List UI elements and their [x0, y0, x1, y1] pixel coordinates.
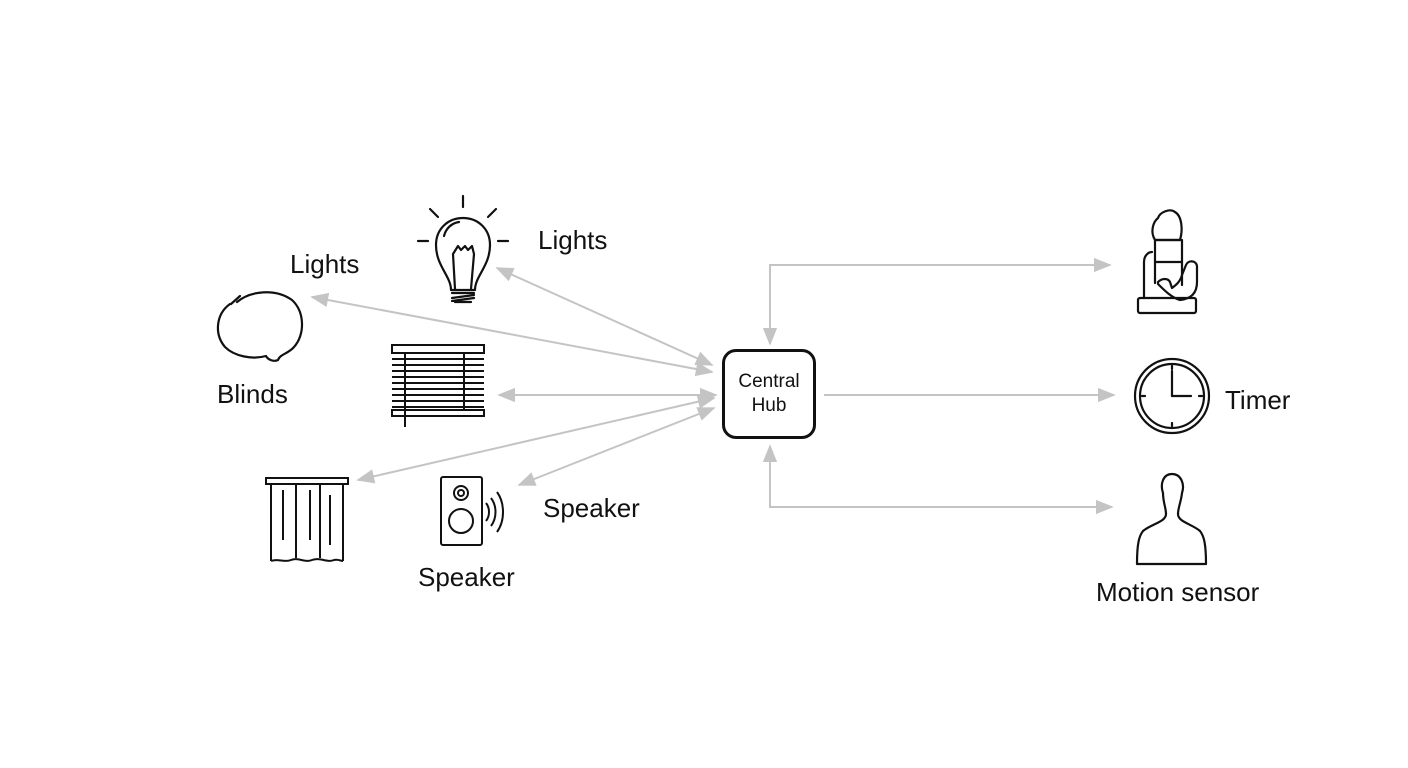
hub-label-line2: Hub — [751, 395, 787, 416]
label-lights-secondary: Lights — [290, 249, 360, 279]
label-lights: Lights — [538, 225, 608, 255]
speaker-icon — [440, 476, 504, 546]
connector-hub-motion — [762, 444, 1114, 515]
person-icon — [1135, 472, 1208, 566]
hand-device-icon — [1136, 209, 1199, 315]
label-speaker: Speaker — [418, 562, 515, 592]
lightbulb-icon — [416, 194, 510, 304]
hub-label-line1: Central — [738, 371, 800, 392]
connector-hub-thermostat — [762, 257, 1112, 346]
hub-label: Central Hub — [738, 370, 799, 418]
connector-hub-speaker — [517, 407, 716, 486]
label-motion-sensor: Motion sensor — [1096, 577, 1260, 607]
central-hub-node[interactable]: Central Hub — [722, 349, 816, 439]
connector-hub-bubble — [310, 292, 714, 377]
clock-icon — [1133, 357, 1211, 435]
label-blinds: Blinds — [217, 379, 288, 409]
thought-bubble-icon — [216, 291, 304, 362]
window-blinds-icon — [391, 344, 485, 427]
connector-hub-lightbulb — [495, 267, 714, 366]
label-timer: Timer — [1225, 385, 1291, 415]
label-speaker-secondary: Speaker — [543, 493, 640, 523]
curtain-icon — [265, 477, 349, 562]
